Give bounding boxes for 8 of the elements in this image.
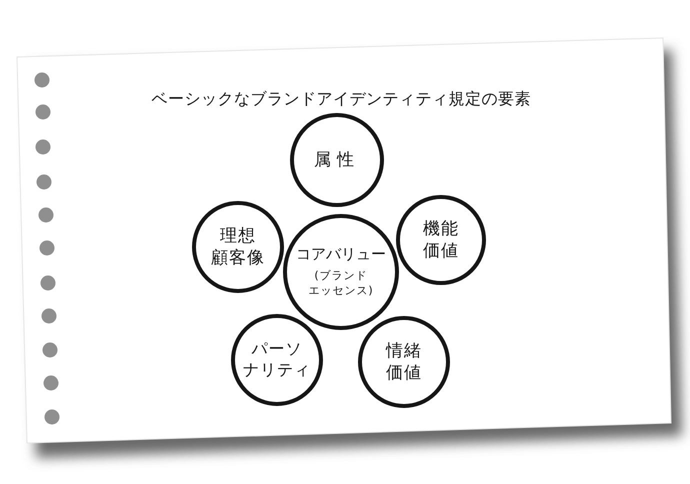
circle-label: 属性 bbox=[314, 148, 360, 172]
circle-label: 情緒価値 bbox=[386, 340, 422, 384]
circle-sublabel: (ブランドエッセンス) bbox=[308, 268, 374, 299]
title: ベーシックなブランドアイデンティティ規定の要素 bbox=[151, 89, 531, 110]
circle-label: 理想顧客像 bbox=[211, 224, 265, 270]
circle-label: コアバリュー bbox=[296, 245, 386, 265]
circle-label: パーソナリティ bbox=[243, 339, 311, 381]
circle-label: 機能価値 bbox=[423, 218, 459, 262]
